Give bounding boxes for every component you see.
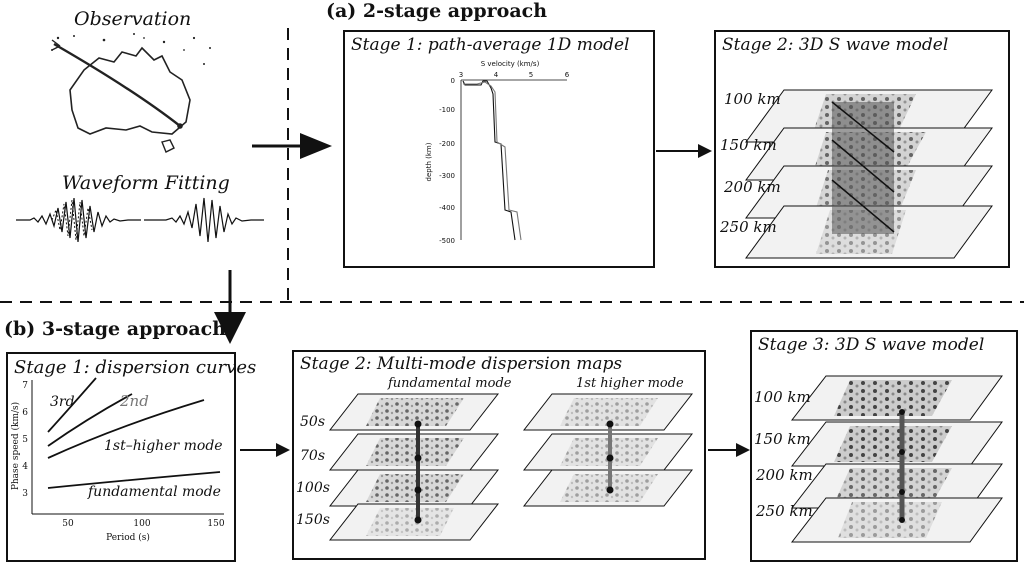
y-axis-label: Phase speed (km/s) [10,402,21,490]
arrow-b-stage2-to-stage3 [708,443,750,457]
waveform-traces [16,197,264,243]
model-line-2 [463,81,522,241]
stacked-model-slices [790,375,1003,543]
period-label: 100s [296,480,330,496]
panel-b-stage3: Stage 3: 3D S wave model 100 km 150 km 2… [750,330,1018,562]
y-tick: -300 [439,172,455,180]
fundamental-stack [328,393,500,541]
b-stage3-title: Stage 3: 3D S wave model [758,335,985,355]
x-tick: 6 [565,71,570,79]
panel-b-stage1: Stage 1: dispersion curves 7 6 5 4 3 50 … [6,352,256,562]
higher-mode-label: 1st higher mode [576,376,684,391]
observation-label: Observation [74,8,192,30]
y-tick: 0 [451,77,455,85]
arrow-b-stage1-to-stage2 [240,443,290,457]
waveform-fitting-label: Waveform Fitting [62,172,230,194]
x-axis-label: Period (s) [106,532,150,543]
depth-label: 250 km [720,218,777,236]
model-line-1 [462,80,516,241]
heading-3stage: (b) 3-stage approach [4,318,227,340]
period-label: 150s [296,512,330,528]
curve-1st [47,399,205,459]
a-stage1-title: Stage 1: path-average 1D model [351,35,630,55]
dispersion-curves-plot: 7 6 5 4 3 50 100 150 Period (s) Phase sp… [10,377,225,543]
panel-a-stage1: Stage 1: path-average 1D model S velocit… [343,30,655,268]
dispersion-map-stacks [328,393,694,541]
y-tick: -500 [439,237,455,245]
label-3rd: 3rd [50,394,75,410]
x-tick: 5 [529,71,533,79]
arrow-to-2stage [252,133,332,159]
higher-mode-stack [522,393,694,507]
y-tick: 7 [22,381,28,391]
vertical-divider [287,28,289,300]
y-axis-label: depth (km) [425,142,433,181]
station-marker [177,123,183,129]
a-stage2-title: Stage 2: 3D S wave model [722,35,949,55]
b-stage1-title: Stage 1: dispersion curves [14,357,257,378]
arrow-to-3stage [214,270,246,344]
depth-label: 150 km [720,136,777,154]
period-label: 70s [300,448,325,464]
horizontal-divider [0,301,1024,303]
arrow-a-stage1-to-stage2 [656,144,712,158]
curve-fundamental [47,471,221,489]
y-tick: -400 [439,204,455,212]
label-fundamental: fundamental mode [88,484,221,500]
period-label: 50s [300,414,325,430]
label-1st-higher: 1st–higher mode [104,438,223,454]
panel-a-stage2: Stage 2: 3D S wave model 100 km 150 km 2… [714,30,1010,268]
panel-b-stage2: Stage 2: Multi-mode dispersion maps fund… [292,350,706,560]
depth-label: 200 km [724,178,781,196]
b-stage2-title: Stage 2: Multi-mode dispersion maps [300,354,623,374]
x-tick: 3 [459,71,463,79]
x-tick: 100 [133,519,150,529]
depth-label: 150 km [754,430,811,448]
y-tick: 4 [22,462,28,472]
y-tick: -200 [439,140,455,148]
x-tick: 150 [207,519,224,529]
curve-2nd [47,393,133,447]
curve-3rd [47,377,97,433]
x-axis-label: S velocity (km/s) [481,60,540,68]
depth-label: 200 km [756,466,813,484]
y-tick: 3 [22,489,28,499]
depth-label: 100 km [724,90,781,108]
heading-2stage: (a) 2-stage approach [326,0,548,22]
cross-section [832,102,894,234]
y-tick: 6 [22,408,28,418]
label-2nd: 2nd [120,392,149,410]
y-tick: -100 [439,106,455,114]
stacked-depth-slices [745,89,993,259]
velocity-depth-plot: S velocity (km/s) 3 4 5 6 0 -100 -200 -3… [425,60,570,245]
x-tick: 4 [494,71,499,79]
depth-label: 250 km [756,502,813,520]
y-tick: 5 [22,435,28,445]
x-tick: 50 [62,519,74,529]
fundamental-mode-label: fundamental mode [388,376,512,391]
depth-label: 100 km [754,388,811,406]
australia-map [51,33,211,153]
